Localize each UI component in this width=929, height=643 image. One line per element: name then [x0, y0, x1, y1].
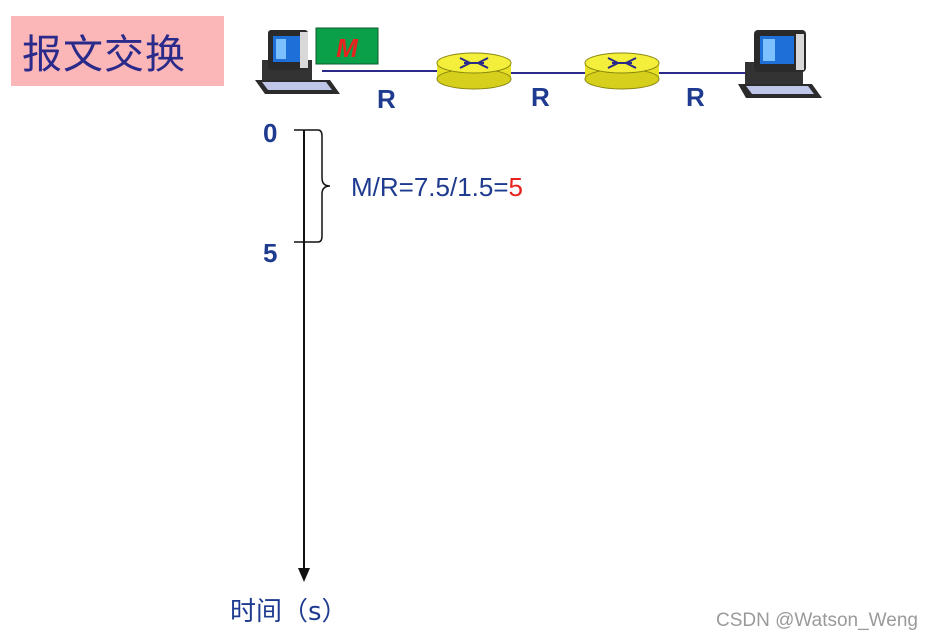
link-label-r-3: R: [686, 82, 705, 113]
router-2-icon: [585, 53, 659, 89]
link-label-r-1: R: [377, 84, 396, 115]
tick-label-0: 0: [263, 118, 277, 149]
transmission-time-formula: M/R=7.5/1.5=5: [351, 172, 523, 203]
watermark: CSDN @Watson_Weng: [716, 610, 918, 632]
formula-result: 5: [509, 172, 523, 202]
time-axis-label: 时间（s）: [230, 591, 348, 628]
link-label-r-2: R: [531, 82, 550, 113]
packet-m: M: [316, 28, 378, 64]
tick-label-5: 5: [263, 238, 277, 269]
time-axis-arrowhead: [298, 568, 310, 582]
formula-text: M/R=7.5/1.5=: [351, 172, 509, 202]
router-1-icon: [437, 53, 511, 89]
destination-computer-icon: [738, 30, 822, 98]
packet-m-label: M: [336, 33, 359, 63]
time-brace: [304, 130, 330, 242]
